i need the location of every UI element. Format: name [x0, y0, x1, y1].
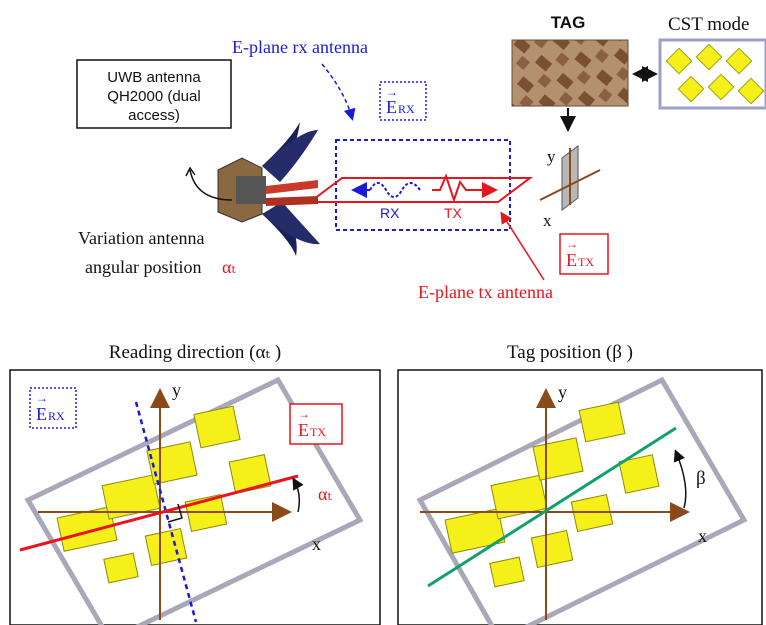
svg-text:QH2000 (dual: QH2000 (dual: [107, 88, 200, 105]
panel-tag-position: y x β: [397, 369, 763, 625]
uwb-pointer-arrow: [189, 169, 233, 201]
svg-text:E: E: [386, 97, 397, 117]
svg-text:y: y: [172, 380, 181, 400]
panel1-title: Reading direction (αₜ ): [109, 342, 281, 363]
variation-label-line2: angular position: [85, 257, 201, 277]
svg-text:TX: TX: [578, 255, 594, 269]
svg-text:→: →: [386, 85, 398, 99]
svg-text:RX: RX: [398, 102, 415, 116]
e-tx-vector-box-top: → E TX: [559, 233, 609, 275]
rx-label: RX: [380, 205, 400, 221]
rx-plane-box: [335, 139, 511, 231]
tag-antenna-elements-left: [56, 405, 272, 584]
panel2-title: Tag position (β ): [507, 342, 633, 363]
tag-photo-icon: [511, 39, 629, 107]
panel-reading-direction: y x αₜ → E RX → E TX: [9, 369, 381, 625]
tag-label: TAG: [551, 13, 586, 32]
variation-alpha-label: αₜ: [222, 257, 236, 277]
svg-text:E: E: [36, 404, 47, 424]
e-plane-rx-label: E-plane rx antenna: [232, 37, 368, 57]
e-plane-rx-pointer: [321, 63, 356, 121]
e-plane-tx-label: E-plane tx antenna: [418, 282, 553, 302]
cst-model-icon: [658, 38, 766, 110]
e-rx-vector-box-top: → E RX: [379, 81, 427, 121]
uwb-horn-antenna-icon: [217, 122, 320, 256]
tag-axes-glyph-icon: [539, 145, 601, 211]
top-axis-y-label: y: [547, 147, 556, 166]
svg-text:RX: RX: [48, 409, 65, 423]
cst-model-label: CST mode: [668, 14, 749, 35]
svg-text:→: →: [566, 237, 578, 251]
tag-antenna-elements-right: [444, 401, 660, 588]
svg-text:TX: TX: [310, 425, 326, 439]
rx-wave-icon: [351, 182, 421, 198]
svg-text:β: β: [696, 468, 706, 489]
svg-text:→: →: [298, 407, 310, 421]
svg-text:access): access): [128, 107, 180, 124]
tx-plane-parallelogram: [307, 177, 533, 203]
svg-text:x: x: [698, 526, 707, 546]
svg-text:E: E: [566, 250, 577, 270]
svg-text:E: E: [298, 420, 309, 440]
svg-text:x: x: [312, 534, 321, 554]
variation-label-line1: Variation antenna: [78, 228, 204, 248]
svg-text:UWB antenna: UWB antenna: [107, 69, 201, 86]
uwb-antenna-box: UWB antenna QH2000 (dual access): [76, 59, 232, 129]
tx-label: TX: [444, 205, 463, 221]
svg-text:y: y: [558, 382, 567, 402]
top-axis-x-label: x: [543, 211, 552, 230]
svg-text:αₜ: αₜ: [318, 484, 332, 504]
e-plane-tx-pointer: [500, 211, 545, 281]
tx-wave-icon: [432, 173, 498, 204]
svg-text:→: →: [36, 391, 48, 405]
